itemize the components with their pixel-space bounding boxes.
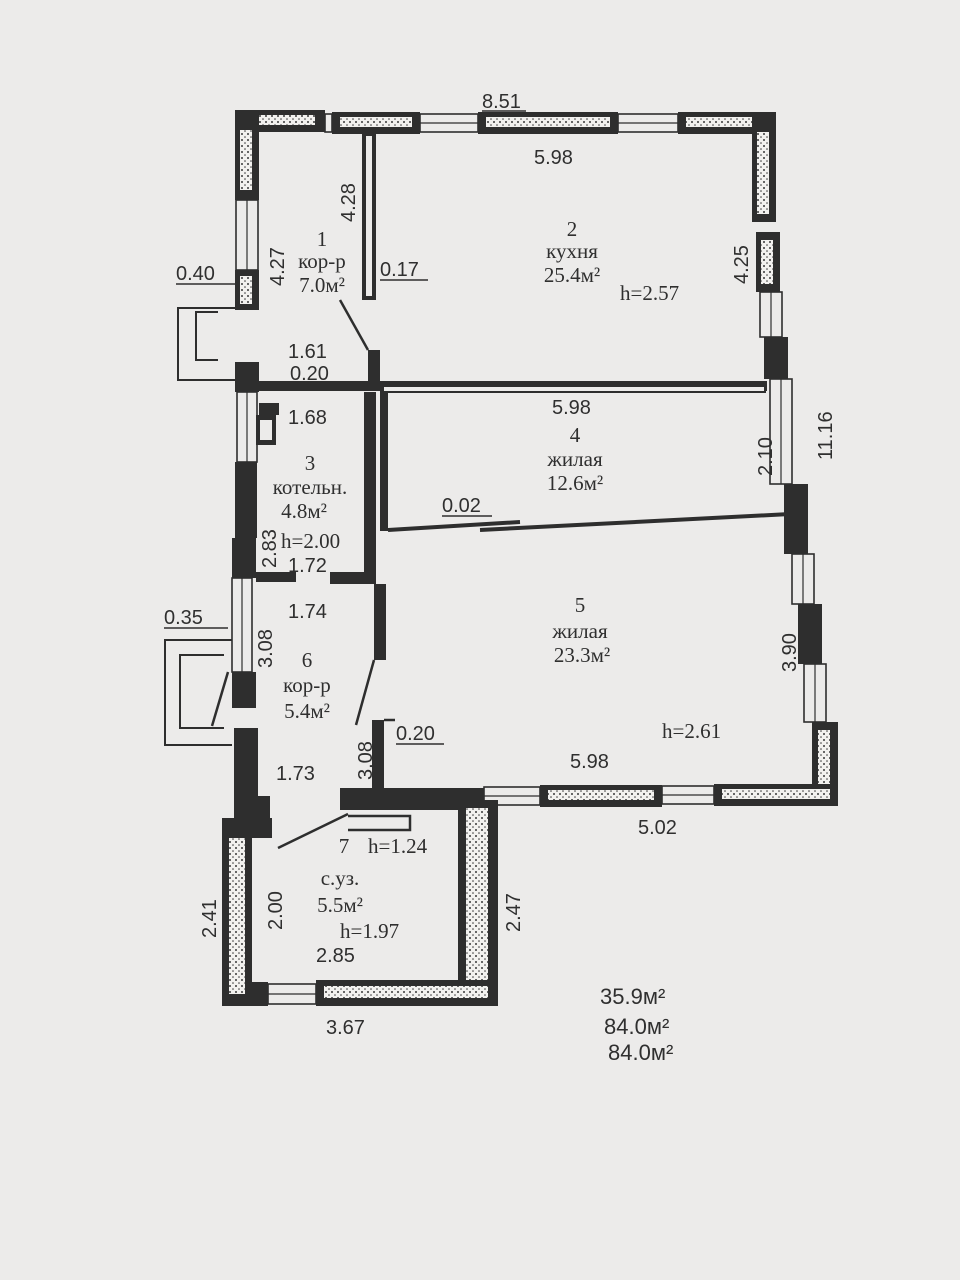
svg-text:5: 5 <box>575 593 586 617</box>
svg-text:кор-р: кор-р <box>283 673 331 697</box>
svg-text:5.98: 5.98 <box>570 751 609 773</box>
svg-text:4.25: 4.25 <box>731 245 753 284</box>
svg-text:2: 2 <box>567 217 578 241</box>
svg-text:2.47: 2.47 <box>503 893 525 932</box>
svg-text:2.10: 2.10 <box>755 437 777 476</box>
svg-text:12.6м²: 12.6м² <box>547 471 603 495</box>
svg-text:0.35: 0.35 <box>164 607 203 629</box>
dimension-labels: 8.51 5.98 4.28 4.27 0.17 0.40 4.25 1.61 … <box>164 91 837 1039</box>
svg-text:h=1.97: h=1.97 <box>340 919 399 943</box>
svg-text:5.02: 5.02 <box>638 817 677 839</box>
svg-text:1.73: 1.73 <box>276 763 315 785</box>
svg-text:3.08: 3.08 <box>355 741 377 780</box>
svg-text:2.00: 2.00 <box>265 891 287 930</box>
svg-text:2.41: 2.41 <box>199 899 221 938</box>
room-2-label: 2 кухня 25.4м² h=2.57 <box>544 217 679 305</box>
svg-text:7.0м²: 7.0м² <box>299 273 345 297</box>
room-7-label: 7 h=1.24 с.уз. 5.5м² h=1.97 <box>317 834 428 943</box>
svg-text:25.4м²: 25.4м² <box>544 263 600 287</box>
outer-walls <box>222 110 838 1006</box>
svg-text:3.08: 3.08 <box>255 629 277 668</box>
svg-text:23.3м²: 23.3м² <box>554 643 610 667</box>
svg-text:5.4м²: 5.4м² <box>284 699 330 723</box>
svg-text:жилая: жилая <box>546 447 603 471</box>
svg-text:0.20: 0.20 <box>290 363 329 385</box>
svg-text:3: 3 <box>305 451 316 475</box>
svg-text:кор-р: кор-р <box>298 249 346 273</box>
svg-text:4.28: 4.28 <box>338 183 360 222</box>
room-5-label: 5 жилая 23.3м² h=2.61 <box>551 593 721 743</box>
svg-text:2.83: 2.83 <box>259 529 281 568</box>
svg-text:5.5м²: 5.5м² <box>317 893 363 917</box>
room-1-label: 1 кор-р 7.0м² <box>298 227 346 297</box>
total-area-text: 84.0м² <box>604 1014 669 1039</box>
svg-text:с.уз.: с.уз. <box>321 866 360 890</box>
room-6-label: 6 кор-р 5.4м² <box>283 648 331 723</box>
svg-text:1: 1 <box>317 227 328 251</box>
svg-text:0.40: 0.40 <box>176 263 215 285</box>
svg-text:2.85: 2.85 <box>316 945 355 967</box>
room-4-label: 4 жилая 12.6м² <box>546 423 603 495</box>
svg-text:0.02: 0.02 <box>442 495 481 517</box>
svg-text:h=1.24: h=1.24 <box>368 834 428 858</box>
svg-text:1.74: 1.74 <box>288 601 327 623</box>
svg-text:h=2.61: h=2.61 <box>662 719 721 743</box>
svg-text:7: 7 <box>339 834 350 858</box>
svg-text:3.90: 3.90 <box>779 633 801 672</box>
svg-text:3.67: 3.67 <box>326 1017 365 1039</box>
svg-text:котельн.: котельн. <box>273 475 347 499</box>
porch-outlines <box>164 307 235 746</box>
svg-text:11.16: 11.16 <box>815 411 837 460</box>
svg-text:0.17: 0.17 <box>380 259 419 281</box>
svg-text:h=2.57: h=2.57 <box>620 281 679 305</box>
svg-text:5.98: 5.98 <box>552 397 591 419</box>
svg-text:4.8м²: 4.8м² <box>281 499 327 523</box>
area-summary: 35.9м² 84.0м² 84.0м² <box>600 984 673 1065</box>
living-area-text: 35.9м² <box>600 984 665 1009</box>
svg-text:h=2.00: h=2.00 <box>281 529 340 553</box>
svg-text:1.61: 1.61 <box>288 341 327 363</box>
svg-text:1.68: 1.68 <box>288 407 327 429</box>
svg-text:4: 4 <box>570 423 581 447</box>
svg-text:0.20: 0.20 <box>396 723 435 745</box>
svg-text:жилая: жилая <box>551 619 608 643</box>
svg-text:5.98: 5.98 <box>534 147 573 169</box>
interior-walls <box>210 132 791 850</box>
svg-text:1.72: 1.72 <box>288 555 327 577</box>
total-area-text-2: 84.0м² <box>608 1040 673 1065</box>
room-3-label: 3 котельн. 4.8м² h=2.00 <box>273 451 347 553</box>
svg-text:6: 6 <box>302 648 313 672</box>
svg-text:8.51: 8.51 <box>482 91 521 113</box>
svg-text:4.27: 4.27 <box>267 247 289 286</box>
svg-text:кухня: кухня <box>546 239 598 263</box>
